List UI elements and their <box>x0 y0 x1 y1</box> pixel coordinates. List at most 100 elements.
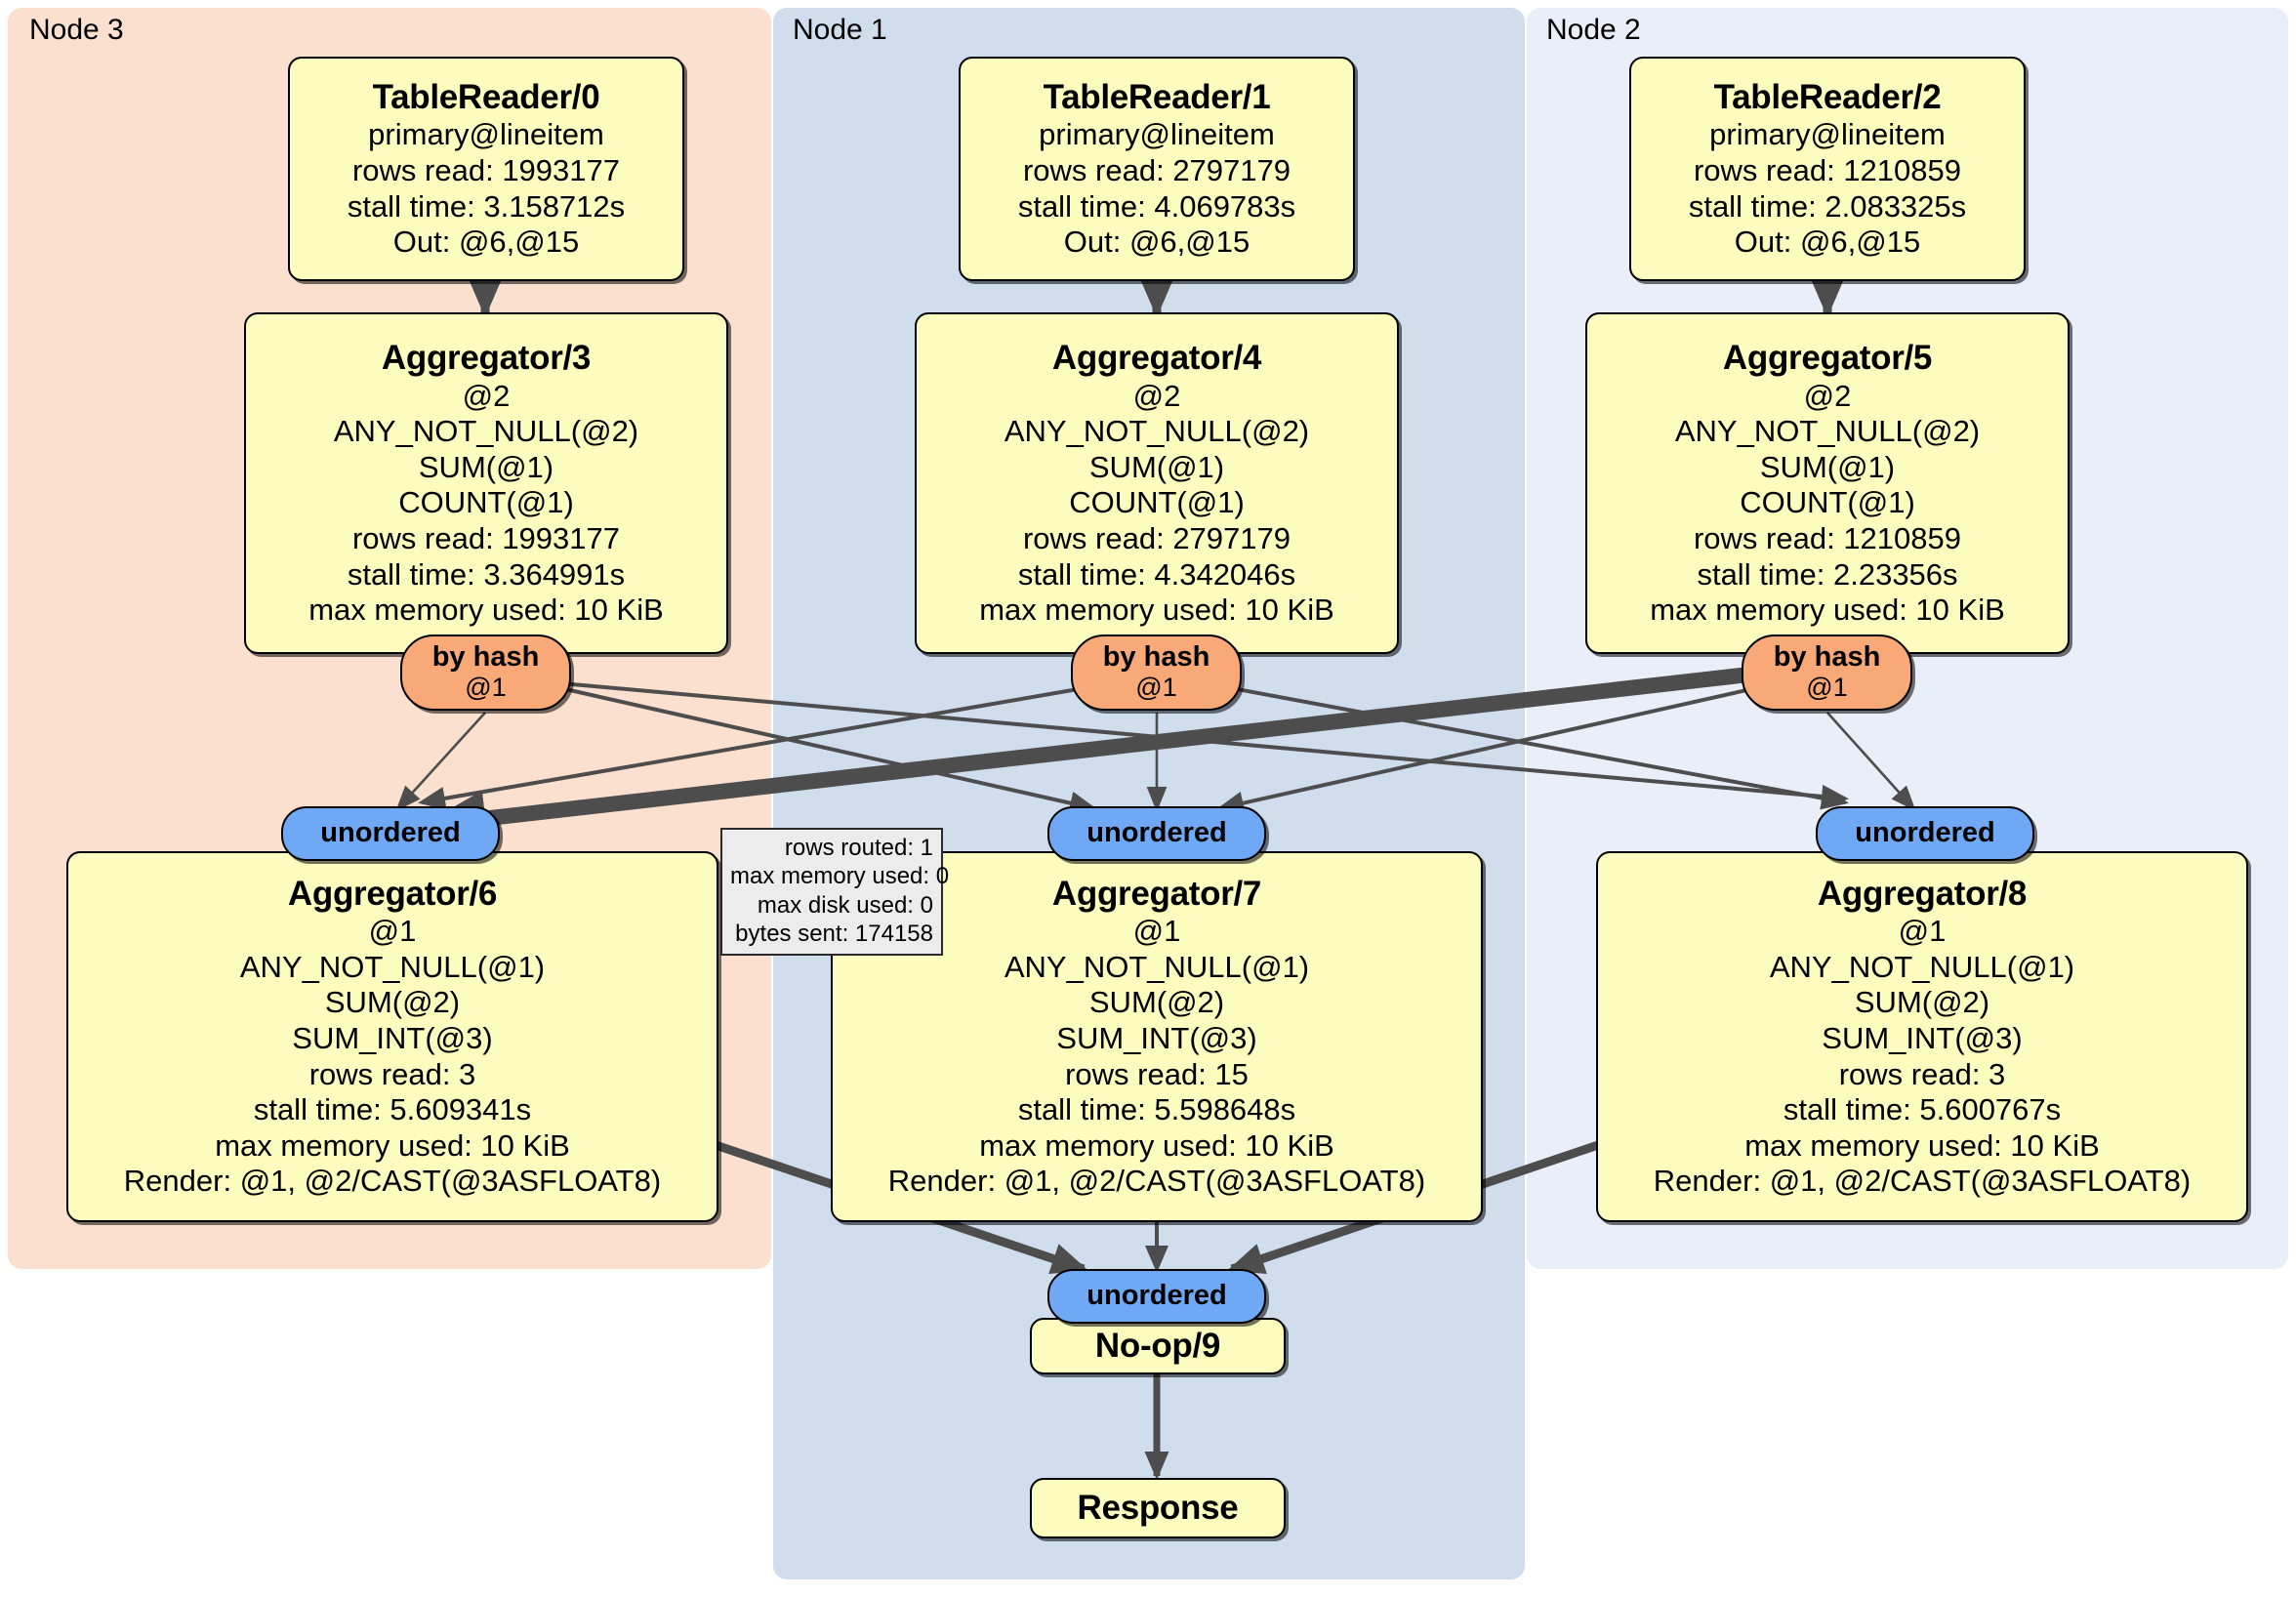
node-line: Render: @1, @2/CAST(@3ASFLOAT8) <box>123 1164 662 1199</box>
node-title: Response <box>1077 1488 1239 1527</box>
node-line: max memory used: 10 KiB <box>979 593 1334 628</box>
node-line: Out: @6,@15 <box>1734 225 1921 260</box>
router-detail: @1 <box>465 673 507 703</box>
node-line: @1 <box>1132 914 1181 949</box>
node-line: primary@lineitem <box>1709 117 1946 152</box>
stream-label: unordered <box>1086 1280 1227 1312</box>
node-title: TableReader/2 <box>1713 78 1942 117</box>
node-line: SUM(@2) <box>1854 985 1990 1020</box>
node-line: max memory used: 10 KiB <box>1744 1127 2100 1163</box>
node-table-reader-1[interactable]: TableReader/1 primary@lineitem rows read… <box>959 57 1355 281</box>
tooltip-line: rows routed: 1 <box>784 835 933 861</box>
node-no-op-9[interactable]: No-op/9 <box>1030 1318 1286 1374</box>
node-line: COUNT(@1) <box>1069 485 1245 520</box>
node-line: @1 <box>1898 914 1947 949</box>
node-line: max memory used: 10 KiB <box>215 1127 570 1163</box>
node-line: SUM(@2) <box>1088 985 1225 1020</box>
node-line: stall time: 4.069783s <box>1017 188 1296 224</box>
node-line: stall time: 5.609341s <box>253 1092 532 1127</box>
node-aggregator-8[interactable]: Aggregator/8 @1 ANY_NOT_NULL(@1) SUM(@2)… <box>1596 851 2248 1222</box>
node-line: ANY_NOT_NULL(@2) <box>1674 414 1981 449</box>
node-aggregator-4[interactable]: Aggregator/4 @2 ANY_NOT_NULL(@2) SUM(@1)… <box>915 312 1399 654</box>
node-line: max memory used: 10 KiB <box>1650 593 2005 628</box>
tooltip-line: max memory used: 0 <box>730 863 950 890</box>
stream-unordered-right[interactable]: unordered <box>1816 806 2034 861</box>
node-line: rows read: 3 <box>1838 1056 2006 1091</box>
node-line: COUNT(@1) <box>1740 485 1915 520</box>
node-line: SUM_INT(@3) <box>1056 1021 1257 1056</box>
node-title: Aggregator/7 <box>1051 875 1262 914</box>
node-title: TableReader/1 <box>1043 78 1271 117</box>
node-line: rows read: 2797179 <box>1022 520 1292 555</box>
node-line: ANY_NOT_NULL(@1) <box>239 949 546 984</box>
router-by-hash-left[interactable]: by hash @1 <box>400 635 571 711</box>
node-line: Out: @6,@15 <box>1063 225 1250 260</box>
node-title: No-op/9 <box>1094 1326 1221 1365</box>
node-line: ANY_NOT_NULL(@2) <box>1004 414 1310 449</box>
node-line: SUM_INT(@3) <box>292 1021 493 1056</box>
node-line: SUM(@1) <box>1088 449 1225 484</box>
node-title: Aggregator/6 <box>287 875 498 914</box>
node-aggregator-6[interactable]: Aggregator/6 @1 ANY_NOT_NULL(@1) SUM(@2)… <box>66 851 718 1222</box>
node-line: primary@lineitem <box>368 117 604 152</box>
node-line: stall time: 3.158712s <box>347 188 626 224</box>
node-title: Aggregator/8 <box>1817 875 2028 914</box>
node-line: ANY_NOT_NULL(@1) <box>1769 949 2075 984</box>
node-title: TableReader/0 <box>372 78 600 117</box>
cluster-label-node-1: Node 1 <box>793 14 887 46</box>
stream-label: unordered <box>1855 817 1995 849</box>
node-line: COUNT(@1) <box>398 485 574 520</box>
tooltip-line: bytes sent: 174158 <box>735 920 933 947</box>
tooltip-line: max disk used: 0 <box>757 891 933 919</box>
stream-label: unordered <box>1086 817 1227 849</box>
router-by-hash-center[interactable]: by hash @1 <box>1071 635 1242 711</box>
router-detail: @1 <box>1806 673 1848 703</box>
stream-label: unordered <box>320 817 461 849</box>
node-title: Aggregator/5 <box>1722 339 1933 378</box>
stream-unordered-center[interactable]: unordered <box>1047 806 1266 861</box>
node-line: rows read: 1993177 <box>351 520 621 555</box>
node-line: SUM(@1) <box>1759 449 1896 484</box>
stream-unordered-left[interactable]: unordered <box>281 806 500 861</box>
node-line: SUM(@2) <box>324 985 461 1020</box>
node-line: primary@lineitem <box>1039 117 1275 152</box>
node-line: @2 <box>1132 378 1181 413</box>
node-line: @1 <box>368 914 417 949</box>
node-line: rows read: 2797179 <box>1022 153 1292 188</box>
node-line: SUM(@1) <box>418 449 554 484</box>
node-line: Render: @1, @2/CAST(@3ASFLOAT8) <box>887 1164 1426 1199</box>
node-line: stall time: 3.364991s <box>347 556 626 592</box>
router-title: by hash <box>431 640 540 673</box>
cluster-label-node-3: Node 3 <box>29 14 124 46</box>
node-line: max memory used: 10 KiB <box>979 1127 1334 1163</box>
node-line: rows read: 1210859 <box>1693 520 1962 555</box>
node-line: rows read: 1993177 <box>351 153 621 188</box>
node-table-reader-2[interactable]: TableReader/2 primary@lineitem rows read… <box>1629 57 2026 281</box>
edge-stats-tooltip: rows routed: 1 max memory used: 0 max di… <box>720 828 950 957</box>
node-line: Out: @6,@15 <box>392 225 580 260</box>
node-aggregator-5[interactable]: Aggregator/5 @2 ANY_NOT_NULL(@2) SUM(@1)… <box>1585 312 2070 654</box>
node-table-reader-0[interactable]: TableReader/0 primary@lineitem rows read… <box>288 57 684 281</box>
node-line: stall time: 2.23356s <box>1697 556 1958 592</box>
node-title: Aggregator/4 <box>1051 339 1262 378</box>
node-title: Aggregator/3 <box>381 339 592 378</box>
node-line: rows read: 15 <box>1065 1056 1249 1091</box>
node-response[interactable]: Response <box>1030 1478 1286 1538</box>
node-line: @2 <box>462 378 511 413</box>
router-title: by hash <box>1773 640 1881 673</box>
node-line: stall time: 5.600767s <box>1783 1092 2062 1127</box>
node-line: stall time: 5.598648s <box>1017 1092 1296 1127</box>
node-aggregator-3[interactable]: Aggregator/3 @2 ANY_NOT_NULL(@2) SUM(@1)… <box>244 312 728 654</box>
node-line: Render: @1, @2/CAST(@3ASFLOAT8) <box>1653 1164 2192 1199</box>
node-line: rows read: 1210859 <box>1693 153 1962 188</box>
node-line: max memory used: 10 KiB <box>308 593 664 628</box>
router-detail: @1 <box>1135 673 1177 703</box>
node-line: ANY_NOT_NULL(@1) <box>1004 949 1310 984</box>
router-title: by hash <box>1102 640 1210 673</box>
node-line: SUM_INT(@3) <box>1822 1021 2023 1056</box>
node-line: rows read: 3 <box>308 1056 476 1091</box>
router-by-hash-right[interactable]: by hash @1 <box>1742 635 1912 711</box>
node-line: stall time: 4.342046s <box>1017 556 1296 592</box>
stream-unordered-final[interactable]: unordered <box>1047 1269 1266 1324</box>
